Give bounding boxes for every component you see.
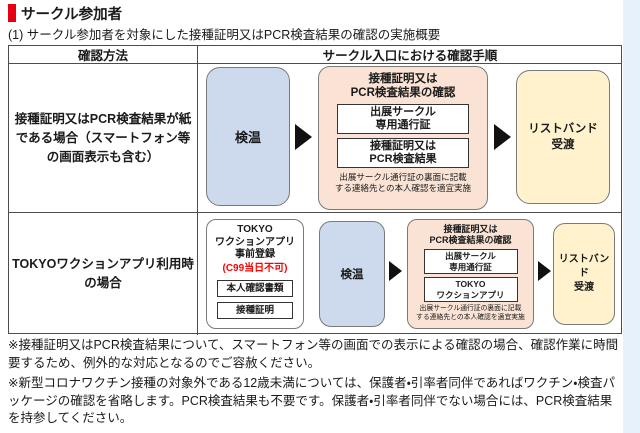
preregistration-warning: (C99当日不可) <box>222 262 288 274</box>
wristband-box: リストバンド 受渡 <box>516 70 610 204</box>
column-header-method: 確認方法 <box>9 46 198 64</box>
arrow-right-icon <box>494 124 511 150</box>
column-header-procedure: サークル入口における確認手順 <box>198 46 622 64</box>
vaccine-certificate-item: 接種証明 <box>217 301 293 319</box>
temperature-check-box: 検温 <box>319 221 385 327</box>
preregistration-box: TOKYO ワクションアプリ 事前登録 (C99当日不可) 本人確認書類 接種証… <box>206 219 304 329</box>
method-paper-label: 接種証明又はPCR検査結果が紙 である場合（スマートフォン等 の画面表示も含む） <box>9 64 198 213</box>
arrow-right-icon <box>389 261 402 281</box>
identity-check-note: 出展サークル通行証の裏面に記載 する連絡先との本人確認を適宜実施 <box>335 172 471 193</box>
title-accent-bar <box>8 4 16 22</box>
procedure-paper-flow: 検温 接種証明又は PCR検査結果の確認 出展サークル 専用通行証 接種証明又は… <box>198 64 622 213</box>
preregistration-title: TOKYO ワクションアプリ 事前登録 <box>215 224 295 260</box>
circle-pass-item: 出展サークル 専用通行証 <box>423 249 518 274</box>
arrow-right-icon <box>295 124 312 150</box>
circle-pass-item: 出展サークル 専用通行証 <box>337 104 469 134</box>
arrow-right-icon <box>538 261 551 281</box>
footnotes: ※接種証明又はPCR検査結果について、スマートフォン等の画面での表示による確認の… <box>8 337 623 428</box>
footnote-smartphone: ※接種証明又はPCR検査結果について、スマートフォン等の画面での表示による確認の… <box>8 338 619 370</box>
identity-check-note: 出展サークル通行証の裏面に記載 する連絡先との本人確認を適宜実施 <box>416 305 525 321</box>
vaccine-or-pcr-item: 接種証明又は PCR検査結果 <box>337 138 469 168</box>
identity-document-item: 本人確認書類 <box>217 279 293 297</box>
footnote-under12: ※新型コロナワクチン接種の対象外である12歳未満については、保護者・引率者同伴で… <box>8 376 616 425</box>
method-app-label: TOKYOワクションアプリ利用時 の場合 <box>9 213 198 335</box>
page-subtitle: (1) サークル参加者を対象にした接種証明又はPCR検査結果の確認の実施概要 <box>8 28 441 42</box>
procedure-app-flow: TOKYO ワクションアプリ 事前登録 (C99当日不可) 本人確認書類 接種証… <box>198 213 622 335</box>
wristband-box: リストバンド 受渡 <box>553 223 615 325</box>
verification-table: 確認方法 サークル入口における確認手順 接種証明又はPCR検査結果が紙 である場… <box>8 45 622 335</box>
temperature-check-box: 検温 <box>206 67 290 206</box>
certificate-check-box: 接種証明又は PCR検査結果の確認 出展サークル 専用通行証 接種証明又は PC… <box>318 66 488 210</box>
certificate-check-title: 接種証明又は PCR検査結果の確認 <box>350 73 456 99</box>
tokyo-vaccine-app-item: TOKYO ワクションアプリ <box>423 277 518 302</box>
certificate-check-box: 接種証明又は PCR検査結果の確認 出展サークル 専用通行証 TOKYO ワクシ… <box>407 219 534 329</box>
page-title: サークル参加者 <box>21 7 123 23</box>
page-margin-strip <box>623 0 640 433</box>
certificate-check-title: 接種証明又は PCR検査結果の確認 <box>429 224 512 245</box>
